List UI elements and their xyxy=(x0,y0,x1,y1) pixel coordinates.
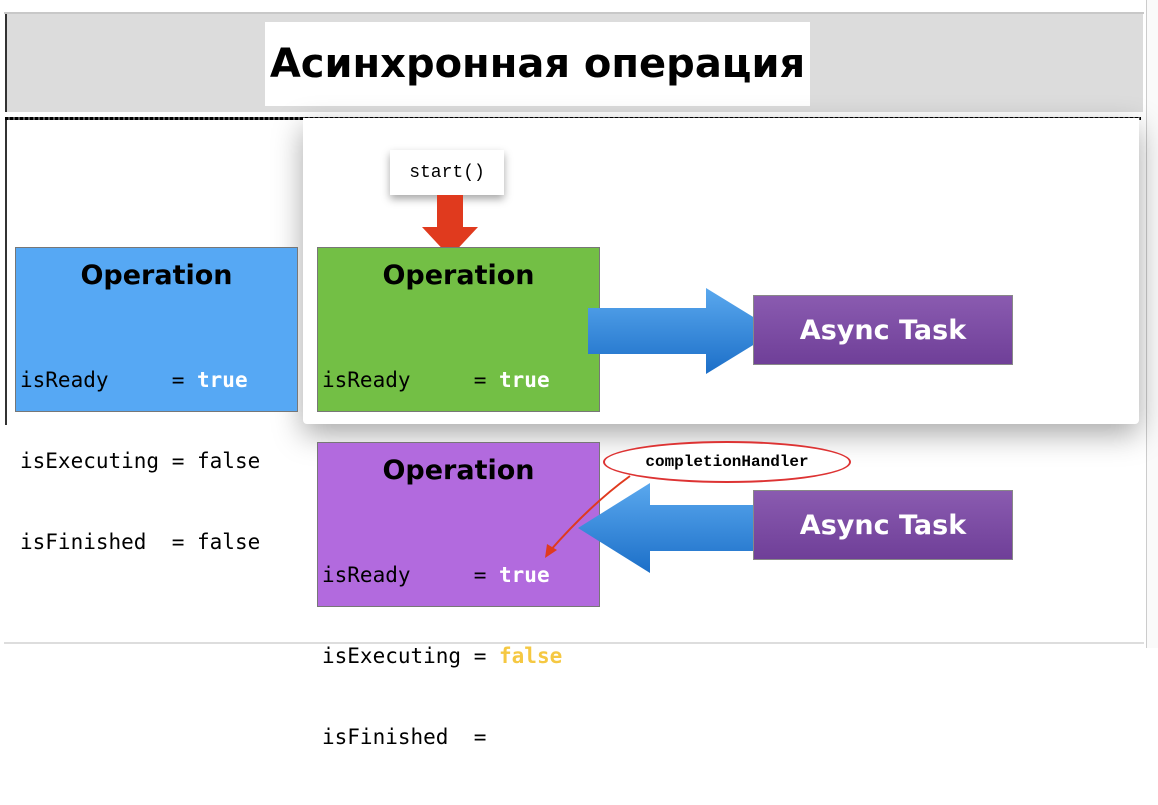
row-is-ready: isReady = true xyxy=(322,368,550,392)
row-is-executing: isExecuting = false xyxy=(20,449,261,473)
right-arrow-icon xyxy=(588,288,776,374)
async-task-box-2: Async Task xyxy=(753,490,1013,560)
row-is-ready: isReady = true xyxy=(20,368,248,392)
scrollbar[interactable] xyxy=(1146,0,1158,648)
start-call-label: start() xyxy=(390,150,504,195)
async-task-box: Async Task xyxy=(753,295,1013,365)
pointer-arrow-icon xyxy=(545,475,631,558)
slide-title: Асинхронная операция xyxy=(265,22,810,106)
completion-handler-label: completionHandler xyxy=(603,441,851,483)
operation-heading: Operation xyxy=(382,260,535,291)
operation-ready: Operation isReady = true isExecuting = f… xyxy=(15,247,298,554)
row-is-finished: isFinished = true xyxy=(322,725,550,749)
operation-heading: Operation xyxy=(80,260,233,291)
slide-frame xyxy=(4,12,1144,644)
left-arrow-icon xyxy=(578,483,772,573)
divider-left xyxy=(5,120,7,425)
row-is-executing: isExecuting = false xyxy=(322,644,563,668)
down-arrow-icon xyxy=(422,195,478,257)
row-is-ready: isReady = true xyxy=(322,563,550,587)
row-is-finished: isFinished = false xyxy=(20,530,261,554)
operation-executing: Operation isReady = true isExecuting = t… xyxy=(317,247,600,554)
operation-heading: Operation xyxy=(382,455,535,486)
